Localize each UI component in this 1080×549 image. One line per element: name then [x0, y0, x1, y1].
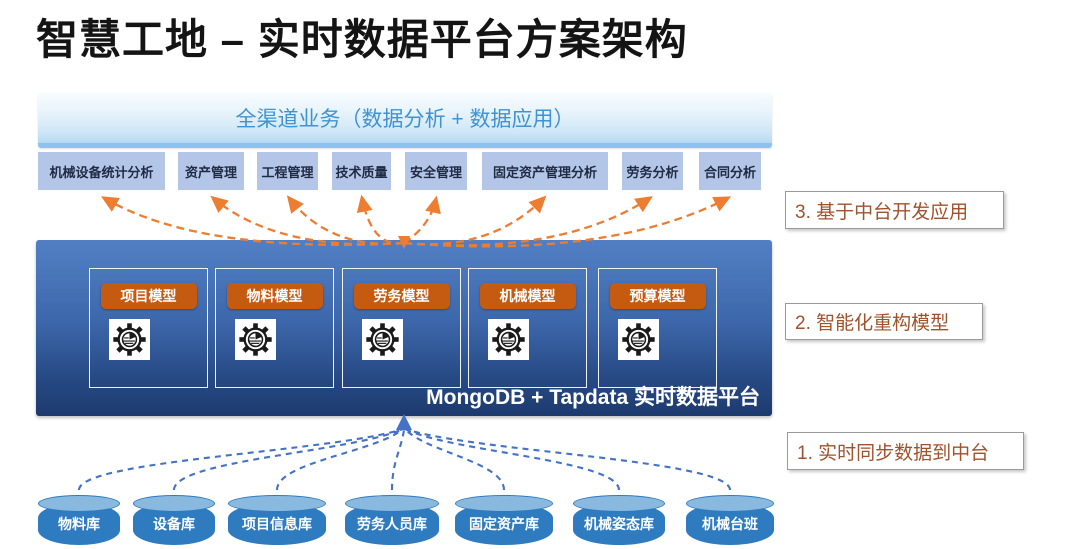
db-cylinder-project-info: 项目信息库 — [228, 495, 326, 545]
step-note-label: 1. 实时同步数据到中台 — [797, 442, 990, 464]
gear-pie-icon — [109, 319, 150, 360]
app-box-label: 工程管理 — [261, 164, 314, 180]
cylinder-cap — [38, 495, 120, 512]
app-box-label: 机械设备统计分析 — [49, 164, 154, 180]
app-box-contract-analysis: 合同分析 — [699, 152, 761, 190]
db-cylinder-fixed-asset: 固定资产库 — [455, 495, 553, 545]
omnichannel-banner-label: 全渠道业务（数据分析 + 数据应用） — [235, 108, 575, 131]
cylinder-cap — [228, 495, 326, 512]
model-tag: 物料模型 — [226, 283, 323, 309]
app-box-label: 安全管理 — [409, 164, 462, 180]
gear-pie-icon — [235, 319, 276, 360]
cylinder-cap — [686, 495, 774, 512]
app-box-fixed-asset-analysis: 固定资产管理分析 — [482, 152, 608, 190]
gear-pie-icon — [362, 319, 403, 360]
app-box-safety-mgmt: 安全管理 — [405, 152, 467, 190]
app-box-asset-mgmt: 资产管理 — [178, 152, 244, 190]
model-tag: 预算模型 — [609, 283, 706, 309]
db-label: 物料库 — [58, 516, 100, 532]
db-cylinder-machine-pose: 机械姿态库 — [573, 495, 665, 545]
step-note-label: 3. 基于中台开发应用 — [795, 201, 969, 223]
cylinder-cap — [573, 495, 665, 512]
db-cylinder-machine-shift: 机械台班 — [686, 495, 774, 545]
db-cylinder-material: 物料库 — [38, 495, 120, 545]
model-box-budget: 预算模型 — [598, 268, 717, 388]
gear-pie-icon — [618, 319, 659, 360]
db-cylinder-labor-personnel: 劳务人员库 — [345, 495, 439, 545]
omnichannel-banner: 全渠道业务（数据分析 + 数据应用） — [38, 93, 772, 148]
app-box-engineering-mgmt: 工程管理 — [257, 152, 318, 190]
model-tag: 机械模型 — [479, 283, 576, 309]
app-box-label: 固定资产管理分析 — [492, 164, 597, 180]
model-box-machinery: 机械模型 — [468, 268, 587, 388]
model-tag: 劳务模型 — [353, 283, 450, 309]
step-note-1: 1. 实时同步数据到中台 — [787, 432, 1024, 470]
blue-up-arrowhead — [396, 414, 412, 430]
gear-pie-icon — [488, 319, 529, 360]
app-box-tech-quality: 技术质量 — [332, 152, 391, 190]
app-box-label: 技术质量 — [335, 164, 388, 180]
cylinder-cap — [455, 495, 553, 512]
cylinder-cap — [133, 495, 215, 512]
cylinder-cap — [345, 495, 439, 512]
model-box-labor: 劳务模型 — [342, 268, 461, 388]
db-label: 机械姿态库 — [584, 516, 654, 532]
app-box-labor-analysis: 劳务分析 — [622, 152, 683, 190]
app-box-label: 资产管理 — [184, 164, 237, 180]
db-label: 机械台班 — [702, 516, 758, 532]
db-label: 设备库 — [153, 516, 195, 532]
data-platform-box: 项目模型 物料模型 劳务模型 机械模型 预算模型 — [36, 240, 772, 416]
step-note-label: 2. 智能化重构模型 — [795, 313, 950, 334]
app-box-label: 劳务分析 — [626, 164, 679, 180]
db-label: 劳务人员库 — [357, 516, 427, 532]
model-box-project: 项目模型 — [89, 268, 208, 388]
platform-caption: MongoDB + Tapdata 实时数据平台 — [426, 386, 760, 409]
step-note-2: 2. 智能化重构模型 — [785, 303, 983, 340]
db-label: 项目信息库 — [242, 516, 312, 532]
app-box-machinery-stats: 机械设备统计分析 — [38, 152, 165, 190]
db-label: 固定资产库 — [469, 516, 539, 532]
db-cylinder-equipment: 设备库 — [133, 495, 215, 545]
page-title: 智慧工地 – 实时数据平台方案架构 — [36, 16, 688, 63]
model-tag: 项目模型 — [100, 283, 197, 309]
model-box-material: 物料模型 — [215, 268, 334, 388]
step-note-3: 3. 基于中台开发应用 — [785, 191, 1004, 229]
blue-dashed-arrows — [77, 428, 732, 491]
app-box-label: 合同分析 — [703, 164, 756, 180]
